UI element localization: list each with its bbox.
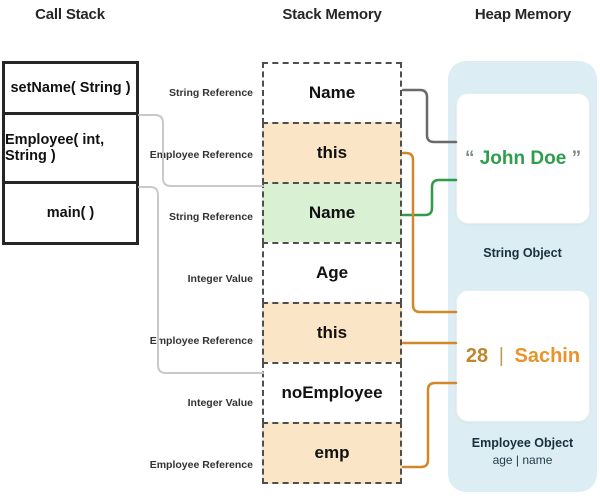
call-stack-box: setName( String ) Employee( int, String … bbox=[2, 61, 139, 245]
stack-memory-box: Name this Name Age this noEmployee emp bbox=[262, 62, 402, 484]
string-object-box: “ John Doe ” bbox=[456, 93, 590, 224]
ref-label-employee-1: Employee Reference bbox=[149, 149, 253, 161]
stack-cell-emp: emp bbox=[262, 422, 402, 484]
string-object-value: “ John Doe ” bbox=[465, 148, 581, 170]
heap-memory-title: Heap Memory bbox=[474, 6, 572, 23]
stack-cell-age: Age bbox=[262, 242, 402, 304]
stack-memory-title: Stack Memory bbox=[282, 6, 382, 23]
call-stack-title: Call Stack bbox=[35, 6, 105, 23]
stack-cell-this-2: this bbox=[262, 302, 402, 364]
employee-object-fields: age | name bbox=[492, 453, 553, 467]
employee-object-caption: Employee Object bbox=[471, 436, 574, 450]
ref-label-string-1: String Reference bbox=[168, 87, 253, 99]
ref-label-string-2: String Reference bbox=[168, 211, 253, 223]
stack-cell-name-2: Name bbox=[262, 182, 402, 244]
ref-label-integer-2: Integer Value bbox=[187, 397, 253, 409]
open-quote: “ bbox=[464, 147, 475, 169]
ref-label-employee-2: Employee Reference bbox=[149, 335, 253, 347]
employee-separator: | bbox=[498, 344, 504, 367]
close-quote: ” bbox=[571, 147, 582, 169]
ref-label-employee-3: Employee Reference bbox=[149, 459, 253, 471]
stack-cell-noemployee: noEmployee bbox=[262, 362, 402, 424]
string-value: John Doe bbox=[479, 147, 567, 169]
employee-object-box: 28 | Sachin bbox=[456, 290, 590, 422]
employee-name: Sachin bbox=[514, 344, 581, 367]
frame-setname: setName( String ) bbox=[5, 64, 136, 115]
string-object-caption: String Object bbox=[483, 246, 562, 260]
stack-cell-name-1: Name bbox=[262, 62, 402, 124]
frame-main: main( ) bbox=[46, 205, 95, 221]
ref-label-integer-1: Integer Value bbox=[187, 273, 253, 285]
employee-age: 28 bbox=[465, 344, 489, 367]
stack-cell-this-1: this bbox=[262, 122, 402, 184]
employee-object-value: 28 | Sachin bbox=[466, 345, 580, 368]
frame-employee: Employee( int, String ) bbox=[5, 115, 136, 184]
